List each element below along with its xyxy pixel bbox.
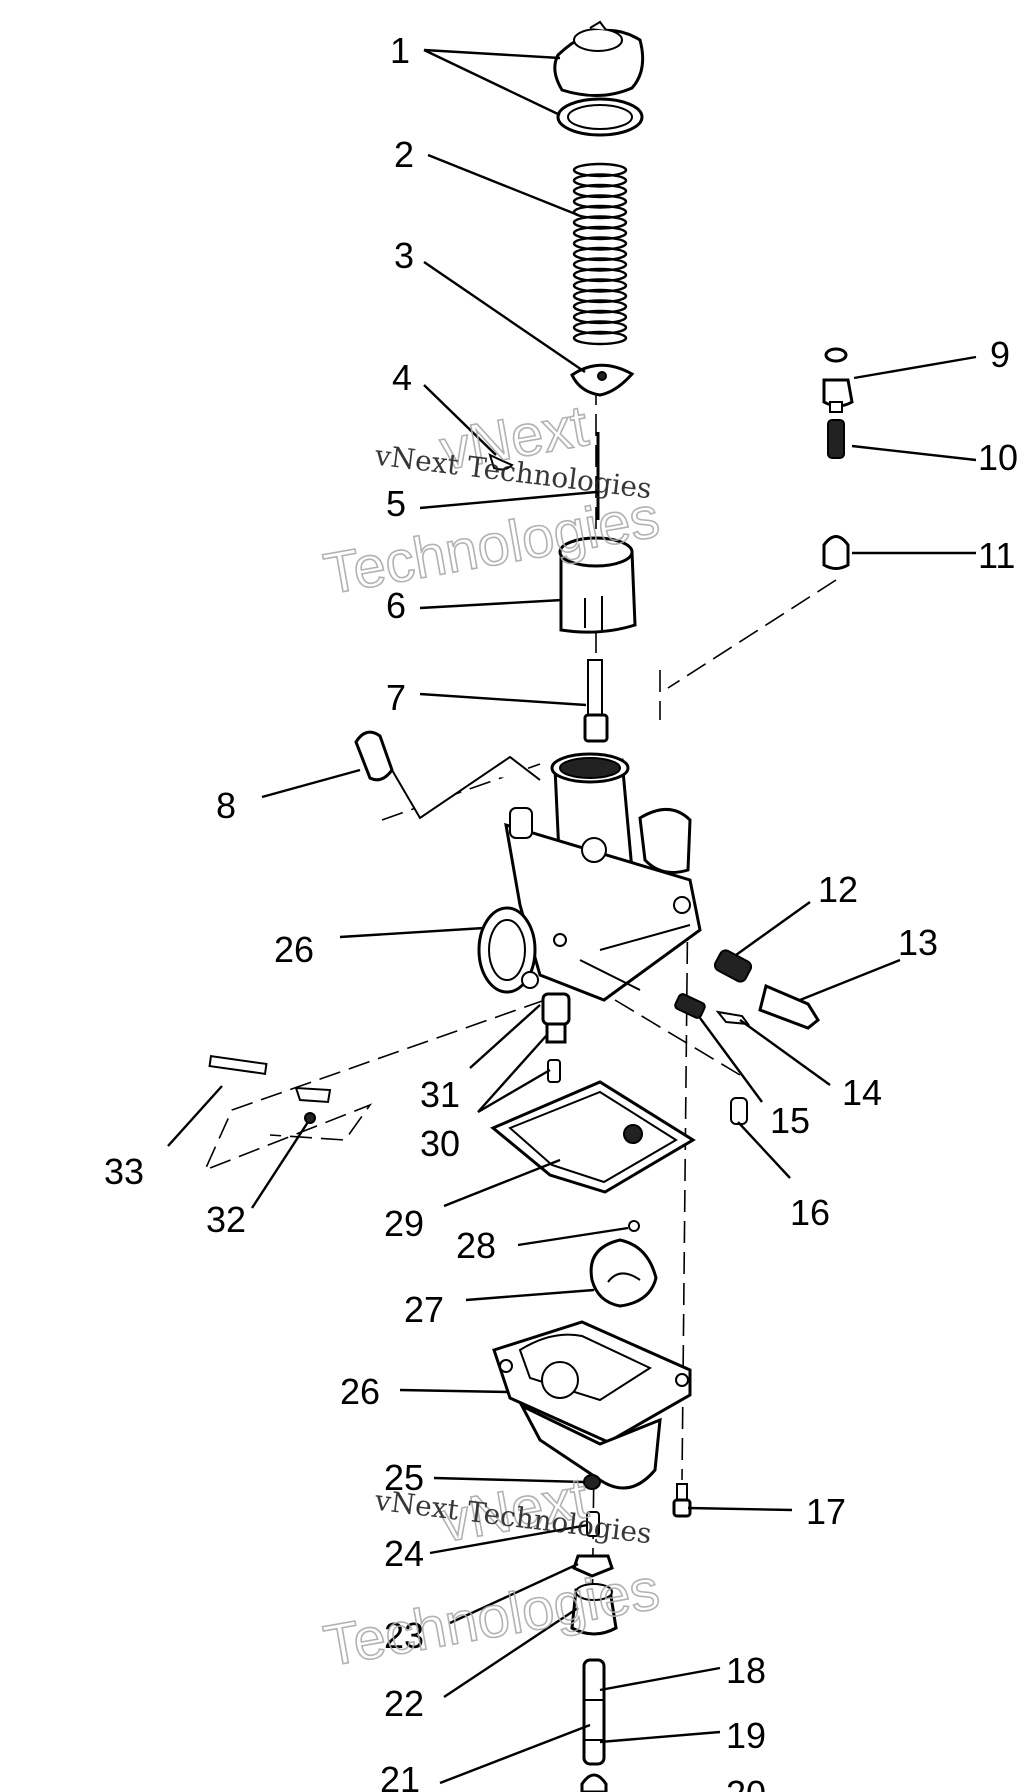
pilot-screw xyxy=(758,983,820,1030)
label-1: 1 xyxy=(390,30,410,71)
label-15: 15 xyxy=(770,1100,810,1141)
carburetor-body xyxy=(477,752,702,1002)
label-22: 22 xyxy=(384,1683,424,1724)
label-13: 13 xyxy=(898,922,938,963)
main-jet-holder xyxy=(541,992,571,1044)
spring-coil xyxy=(572,183,628,199)
label-23: 23 xyxy=(384,1615,424,1656)
label-27: 27 xyxy=(404,1289,444,1330)
cap-washer xyxy=(556,97,644,137)
label-3: 3 xyxy=(394,235,414,276)
spring-coil xyxy=(572,215,628,230)
drain-rod xyxy=(208,1055,268,1075)
spring-seat xyxy=(570,363,635,397)
label-32: 32 xyxy=(206,1199,246,1240)
label-6: 6 xyxy=(386,585,406,626)
label-31: 31 xyxy=(420,1074,460,1115)
spring-coil xyxy=(572,288,628,304)
label-19: 19 xyxy=(726,1715,766,1756)
spring-coil xyxy=(572,330,628,346)
float-bowl-gasket xyxy=(490,1080,696,1194)
label-9: 9 xyxy=(990,334,1010,375)
label-5: 5 xyxy=(386,483,406,524)
spring-coil xyxy=(572,320,628,335)
label-8: 8 xyxy=(216,785,236,826)
rod-bracket xyxy=(294,1086,332,1124)
label-12: 12 xyxy=(818,869,858,910)
label-24: 24 xyxy=(384,1533,424,1574)
watermark-lower: vNext Technologies vNext Technologies xyxy=(318,1464,664,1680)
leader-lines xyxy=(167,48,977,1785)
throttle-valve xyxy=(558,536,637,634)
spring-coil xyxy=(572,278,628,293)
label-18: 18 xyxy=(726,1650,766,1691)
drain-plug xyxy=(570,1583,618,1636)
valve-seat xyxy=(730,1097,748,1125)
float-bowl xyxy=(492,1320,692,1490)
spring-coil xyxy=(572,299,628,314)
label-7: 7 xyxy=(386,677,406,718)
mixing-chamber-cap xyxy=(553,20,645,98)
o-ring xyxy=(583,1474,601,1490)
label-28: 28 xyxy=(456,1225,496,1266)
float-pin xyxy=(628,1220,640,1232)
spring-coil xyxy=(572,246,628,262)
spring-coil xyxy=(572,267,628,283)
tube-fitting xyxy=(580,1773,608,1792)
spring-coil xyxy=(572,236,628,251)
label-26-bowl: 26 xyxy=(340,1371,380,1412)
valve-spring xyxy=(674,993,706,1019)
label-11: 11 xyxy=(978,535,1015,576)
spring-coil xyxy=(572,162,628,178)
throttle-spring xyxy=(572,162,628,346)
label-21: 21 xyxy=(380,1759,420,1792)
label-10: 10 xyxy=(978,437,1018,478)
label-20: 20 xyxy=(726,1773,766,1792)
watermark-lower-big-bottom: Technologies xyxy=(319,1556,664,1679)
spring-coil xyxy=(572,173,628,188)
parts xyxy=(208,20,854,1792)
idle-screw-plunger xyxy=(822,535,850,570)
idle-screw-cap xyxy=(822,347,854,413)
label-14: 14 xyxy=(842,1072,882,1113)
float xyxy=(589,1238,658,1308)
label-33: 33 xyxy=(104,1151,144,1192)
label-30: 30 xyxy=(420,1123,460,1164)
spring-coil xyxy=(572,194,628,209)
spring-coil xyxy=(572,309,628,325)
idle-screw-spring xyxy=(827,419,845,459)
label-25: 25 xyxy=(384,1457,424,1498)
needle-clip xyxy=(488,453,514,471)
overflow-tube xyxy=(582,1658,606,1766)
part-number-labels: 1 2 3 4 5 6 7 8 9 10 11 12 13 14 15 16 1… xyxy=(104,30,1018,1792)
label-29: 29 xyxy=(384,1203,424,1244)
label-16: 16 xyxy=(790,1192,830,1233)
label-17: 17 xyxy=(806,1491,846,1532)
needle-jet xyxy=(583,659,609,743)
drain-screw xyxy=(672,1483,692,1518)
spring-coil xyxy=(572,204,628,220)
spring-coil xyxy=(572,257,628,272)
spring-coil xyxy=(572,225,628,241)
label-4: 4 xyxy=(392,357,412,398)
label-26-body: 26 xyxy=(274,929,314,970)
label-2: 2 xyxy=(394,134,414,175)
pilot-screw-spring xyxy=(713,949,753,983)
vent-cap xyxy=(354,730,394,782)
